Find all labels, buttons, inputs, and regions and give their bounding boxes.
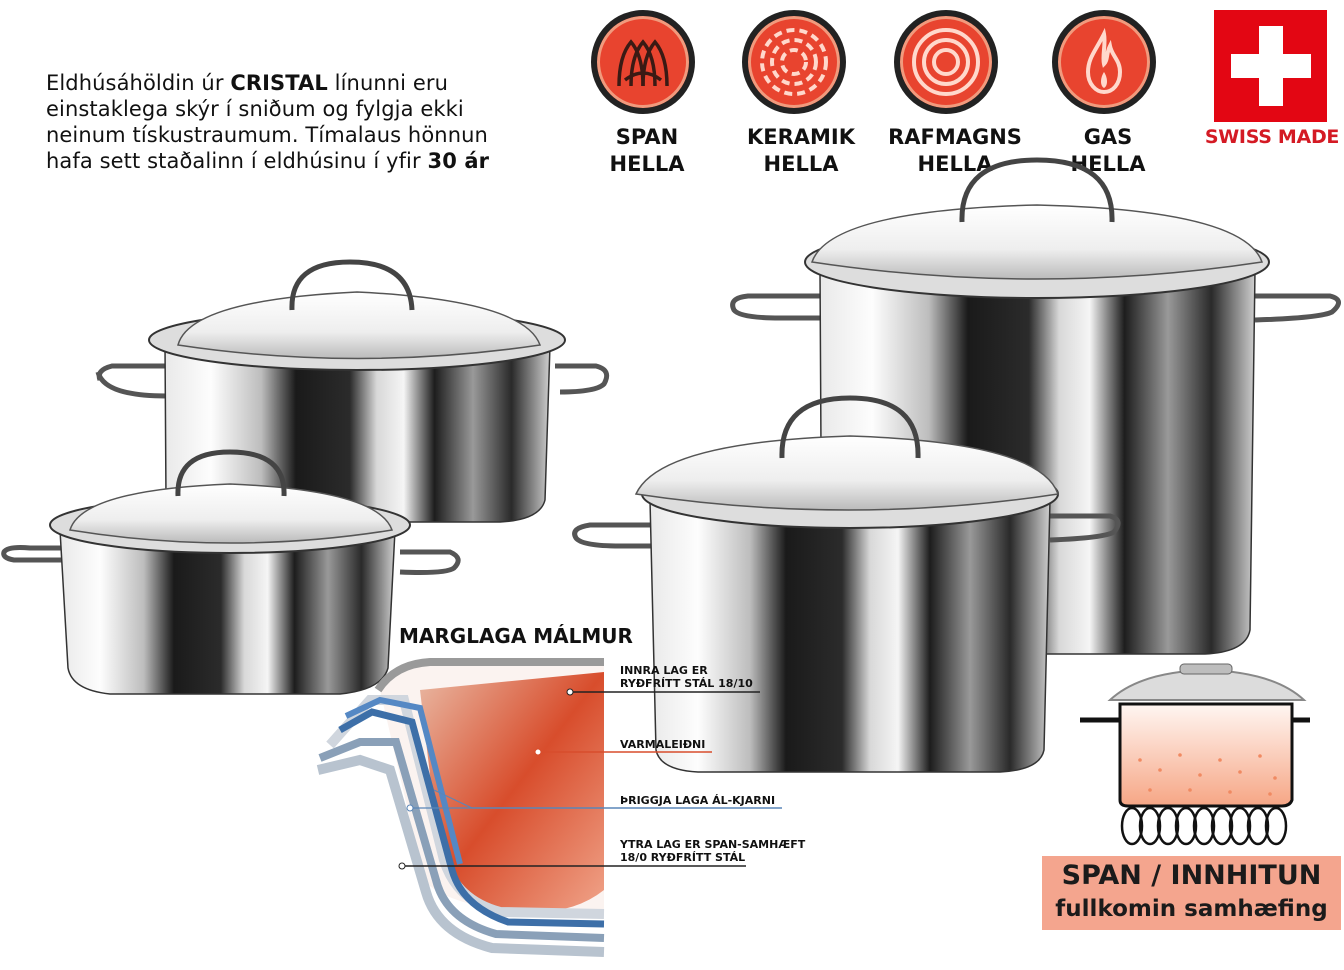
swiss-flag-icon (1214, 10, 1327, 122)
induction-line2: fullkomin samhæfing (1055, 896, 1328, 922)
electric-plate-icon (894, 10, 998, 114)
label-conduction: VARMALEIÐNI (620, 738, 706, 751)
ceramic-hob-icon (742, 10, 846, 114)
intro-part2: línunni eru einstaklega skýr í sniðum og… (46, 71, 488, 173)
label-aluminium-core: ÞRIGGJA LAGA ÁL-KJARNI (620, 794, 776, 807)
pot-small-front (1, 449, 461, 695)
intro-brand: CRISTAL (230, 71, 328, 95)
multilayer-title: MARGLAGA MÁLMUR (399, 624, 633, 648)
multilayer-diagram (316, 658, 782, 957)
intro-text: Eldhúsáhöldin úr CRISTAL línunni eru ein… (46, 70, 516, 174)
gas-flame-icon (1052, 10, 1156, 114)
induction-line1: SPAN / INNHITUN (1061, 860, 1322, 891)
pot-medium-back (95, 259, 610, 523)
swiss-made-label: SWISS MADE (1204, 126, 1340, 148)
induction-compatibility-box: SPAN / INNHITUN fullkomin samhæfing (1042, 856, 1341, 930)
intro-part1: Eldhúsáhöldin úr (46, 71, 231, 95)
induction-pot-illustration (1080, 663, 1310, 846)
intro-years: 30 ár (427, 149, 490, 173)
induction-coil-icon (591, 10, 695, 114)
pot-medium-stockpot (572, 395, 1121, 773)
